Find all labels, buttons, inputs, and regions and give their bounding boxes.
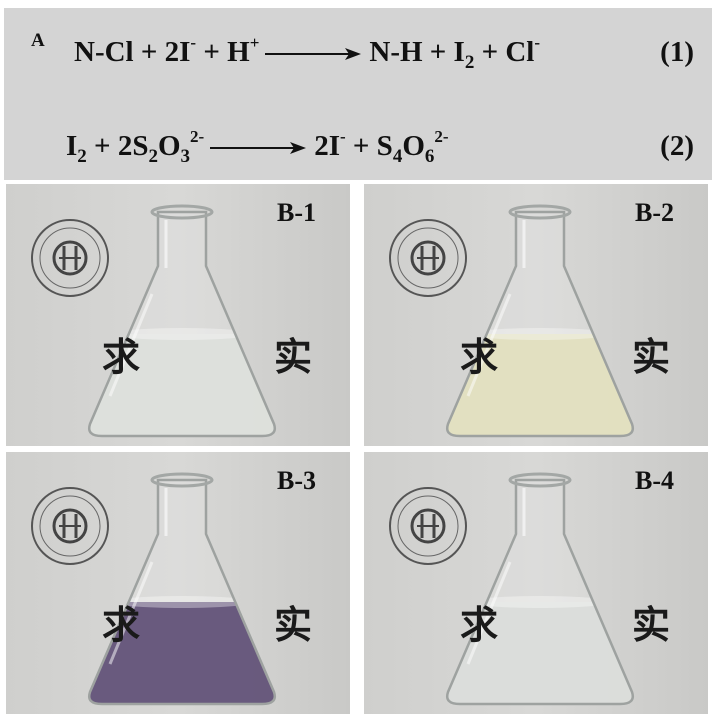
background-text-right: 实	[274, 603, 313, 647]
glass-highlight	[466, 561, 512, 665]
flask-rim	[150, 204, 214, 220]
equation-2: I2 + 2S2O32-2I- + S4O62-	[66, 127, 449, 166]
eq2-term: O	[402, 130, 425, 162]
background-text-left: 求	[460, 335, 499, 379]
equation-1: N-Cl + 2I- + H+N-H + I2 + Cl-	[74, 33, 541, 72]
photo-b3: 求 实 B-3	[6, 452, 350, 714]
flask-photo	[364, 184, 708, 446]
eq2-term: I	[66, 130, 78, 162]
eq2-subscript: 2	[148, 146, 158, 167]
university-seal-icon	[31, 219, 109, 297]
eq2-charge: 2-	[190, 127, 205, 146]
background-text-right: 实	[632, 335, 671, 379]
photo-label: B-2	[635, 198, 674, 227]
background-text-left: 求	[102, 603, 141, 647]
liquid-surface	[112, 596, 252, 608]
eq2-charge: 2-	[434, 127, 449, 146]
photo-label: B-1	[277, 198, 316, 227]
eq2-charge: -	[339, 127, 346, 146]
reaction-arrow-icon	[210, 139, 307, 157]
flask-rim	[508, 472, 572, 488]
photo-label: B-3	[277, 466, 316, 495]
liquid-surface	[470, 596, 610, 608]
equation-2-number: (2)	[660, 130, 694, 162]
eq1-term: + H	[196, 36, 250, 68]
background-text-right: 实	[274, 335, 313, 379]
glass-highlight	[466, 293, 512, 397]
background-text-right: 实	[632, 603, 671, 647]
eq2-term: + S	[345, 130, 393, 162]
eq2-subscript: 4	[392, 146, 403, 167]
eq2-subscript: 6	[424, 146, 435, 167]
university-seal-icon	[389, 487, 467, 565]
eq1-charge: +	[249, 33, 260, 52]
flask-rim	[508, 204, 572, 220]
eq2-term: 2I	[314, 130, 340, 162]
glass-highlight	[108, 561, 154, 665]
eq1-subscript: 2	[464, 52, 475, 73]
photo-b2: 求 实 B-2	[364, 184, 708, 446]
eq1-charge: -	[190, 33, 197, 52]
university-seal-icon	[389, 219, 467, 297]
photo-label: B-4	[635, 466, 674, 495]
flask-outline	[88, 210, 276, 438]
eq2-term: O	[157, 130, 181, 162]
eq1-term: N-Cl + 2I	[74, 36, 191, 68]
glass-highlight	[108, 293, 154, 397]
reaction-arrow-icon	[265, 45, 362, 63]
photo-b1: 求 实 B-1	[6, 184, 350, 446]
eq1-term: N-H + I	[369, 36, 465, 68]
background-text-left: 求	[102, 335, 141, 379]
eq1-charge: -	[534, 33, 541, 52]
background-text-left: 求	[460, 603, 499, 647]
equations-panel: A N-Cl + 2I- + H+N-H + I2 + Cl- (1) I2 +…	[4, 8, 712, 180]
eq1-term: + Cl	[474, 36, 535, 68]
flask-photo	[6, 452, 350, 714]
panel-a-label: A	[31, 30, 45, 51]
flask-photo	[364, 452, 708, 714]
flask-outline	[88, 478, 276, 706]
eq2-subscript: 3	[180, 146, 191, 167]
flask-outline	[446, 210, 634, 438]
flask-rim	[150, 472, 214, 488]
liquid-surface	[470, 328, 610, 340]
university-seal-icon	[31, 487, 109, 565]
equation-1-number: (1)	[660, 36, 694, 68]
flask-outline	[446, 478, 634, 706]
eq2-subscript: 2	[77, 146, 87, 167]
flask-photo	[6, 184, 350, 446]
liquid-surface	[112, 328, 252, 340]
eq2-term: + 2S	[86, 130, 149, 162]
photo-b4: 求 实 B-4	[364, 452, 708, 714]
